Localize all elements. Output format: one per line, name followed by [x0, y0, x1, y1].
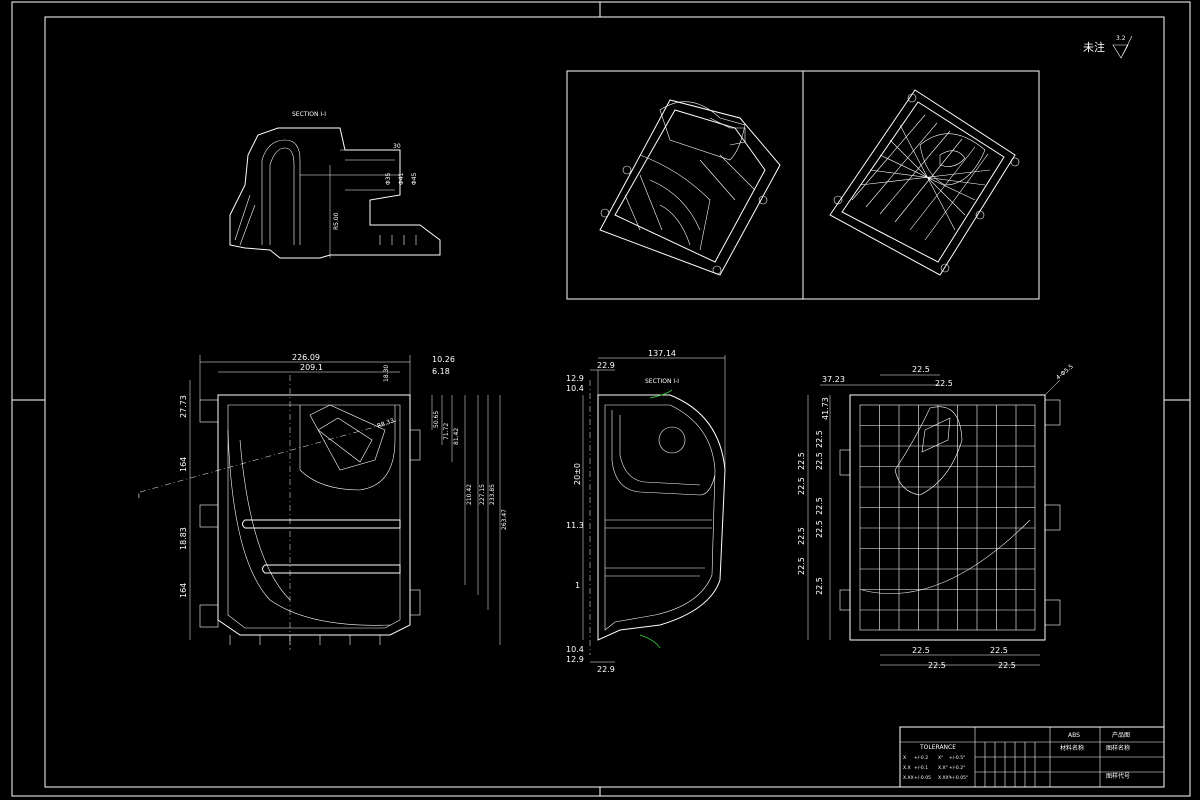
tolerance-cell: +/-0.05°	[949, 775, 968, 781]
svg-text:227.15: 227.15	[479, 484, 486, 505]
tolerance-table: X +/-0.2 X° +/-0.5° X.X+/-0.1 X.X°+/-0.2° X.XX…	[903, 755, 968, 781]
svg-text:20±0: 20±0	[573, 463, 582, 485]
svg-text:SECTION I-I: SECTION I-I	[645, 378, 679, 385]
tolerance-cell: X.X	[903, 765, 911, 771]
svg-text:226.09: 226.09	[292, 353, 320, 362]
back-view: 37.23 22.5 22.5 41.73 22.5 22.5 22.5 22.…	[797, 363, 1075, 670]
svg-text:10.26: 10.26	[432, 355, 455, 364]
front-view-right-dims: 50.65 71.72 81.42 210.42 227.15 233.85 2…	[431, 395, 508, 645]
svg-text:22.5: 22.5	[928, 661, 946, 670]
svg-text:3.2: 3.2	[1116, 35, 1126, 42]
svg-text:22.5: 22.5	[815, 452, 824, 470]
side-view: SECTION I-I 137.14 22.9 12.9 10.4 20±0 1…	[566, 349, 726, 674]
svg-text:22.5: 22.5	[912, 365, 930, 374]
tolerance-cell: X°	[938, 755, 943, 761]
svg-text:41.73: 41.73	[821, 397, 830, 420]
svg-text:Φ45: Φ45	[411, 172, 418, 185]
svg-text:37.23: 37.23	[822, 375, 845, 384]
svg-text:30: 30	[393, 143, 401, 150]
svg-text:材料名称: 材料名称	[1060, 744, 1084, 752]
isometric-view-left	[599, 99, 781, 276]
svg-text:22.5: 22.5	[990, 646, 1008, 655]
svg-text:R5.00: R5.00	[333, 212, 340, 230]
svg-text:22.9: 22.9	[597, 665, 615, 674]
svg-text:22.5: 22.5	[815, 577, 824, 595]
svg-text:137.14: 137.14	[648, 349, 676, 358]
back-view-lugs	[839, 399, 1061, 626]
svg-text:210.42: 210.42	[466, 484, 473, 505]
svg-text:10.4: 10.4	[566, 645, 584, 654]
svg-text:263.47: 263.47	[501, 509, 508, 530]
svg-text:ABS: ABS	[1068, 732, 1080, 739]
svg-text:164: 164	[179, 457, 188, 472]
svg-text:18.83: 18.83	[179, 527, 188, 550]
tolerance-cell: X.XX°	[938, 775, 951, 781]
svg-text:I: I	[138, 493, 140, 500]
svg-text:22.5: 22.5	[912, 646, 930, 655]
svg-text:164: 164	[179, 583, 188, 598]
svg-text:图样名称: 图样名称	[1106, 744, 1130, 752]
svg-text:10.4: 10.4	[566, 384, 584, 393]
svg-text:未注: 未注	[1083, 40, 1105, 54]
svg-text:12.9: 12.9	[566, 374, 584, 383]
svg-text:TOLERANCE: TOLERANCE	[919, 744, 956, 751]
back-view-grid	[860, 405, 1035, 630]
svg-text:209.1: 209.1	[300, 363, 323, 372]
top-section-view: SECTION I-I 30 Φ35 Φ41 Φ45 R5.00	[229, 111, 441, 259]
svg-text:27.73: 27.73	[179, 395, 188, 418]
svg-text:Φ35: Φ35	[385, 172, 392, 185]
tolerance-cell: X.X°	[938, 765, 948, 771]
roughness-note: 未注 3.2	[1083, 35, 1133, 59]
svg-text:1: 1	[575, 581, 580, 590]
isometric-view-right	[829, 89, 1020, 276]
svg-text:Φ41: Φ41	[398, 172, 405, 185]
svg-text:22.5: 22.5	[797, 452, 806, 470]
tolerance-cell: +/-0.5°	[949, 755, 965, 761]
svg-text:22.5: 22.5	[815, 497, 824, 515]
sheet-border	[11, 1, 1191, 797]
svg-text:22.5: 22.5	[998, 661, 1016, 670]
svg-text:22.5: 22.5	[797, 477, 806, 495]
svg-text:22.5: 22.5	[815, 520, 824, 538]
svg-text:22.5: 22.5	[935, 379, 953, 388]
svg-text:SECTION I-I: SECTION I-I	[292, 111, 326, 118]
svg-text:11.3: 11.3	[566, 521, 584, 530]
svg-text:12.9: 12.9	[566, 655, 584, 664]
tolerance-cell: +/-0.2°	[949, 765, 965, 771]
svg-text:71.72: 71.72	[443, 423, 450, 440]
tolerance-cell: +/-0.1	[914, 765, 928, 771]
svg-text:81.42: 81.42	[453, 428, 460, 445]
tolerance-cell: +/-0.2	[914, 755, 928, 761]
tolerance-cell: X	[903, 755, 906, 761]
svg-text:50.65: 50.65	[433, 411, 440, 428]
svg-text:22.5: 22.5	[797, 527, 806, 545]
svg-text:图样代号: 图样代号	[1106, 772, 1130, 780]
svg-text:22.9: 22.9	[597, 361, 615, 370]
svg-text:233.85: 233.85	[489, 484, 496, 505]
svg-text:6.18: 6.18	[432, 367, 450, 376]
svg-text:18.30: 18.30	[383, 365, 390, 382]
svg-text:22.5: 22.5	[797, 557, 806, 575]
isometric-views-frame	[566, 70, 1040, 300]
svg-text:22.5: 22.5	[815, 430, 824, 448]
tolerance-cell: X.XX	[903, 775, 914, 781]
front-view-lugs	[199, 399, 421, 628]
front-view: I 226.09 209.1 10.26 6.18 18.30 27.73 16…	[138, 353, 508, 650]
tolerance-cell: +/-0.05	[914, 775, 931, 781]
svg-text:产品图: 产品图	[1112, 731, 1130, 739]
